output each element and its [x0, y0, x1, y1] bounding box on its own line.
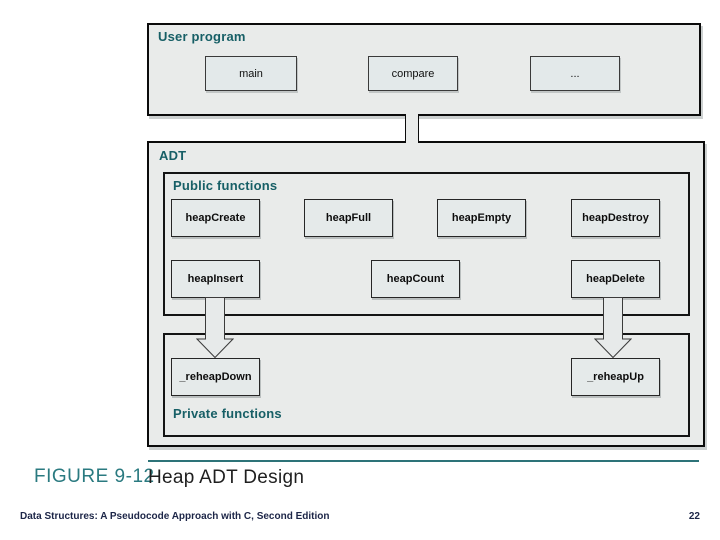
- main-box: main: [205, 56, 297, 91]
- private-functions-label: Private functions: [173, 406, 282, 421]
- block-arrow-down-delete-icon: [594, 297, 632, 359]
- figure-number: FIGURE 9-12: [34, 466, 155, 487]
- ellipsis-box: ...: [530, 56, 620, 91]
- heap-count-box: heapCount: [371, 260, 460, 298]
- heap-insert-box: heapInsert: [171, 260, 260, 298]
- private-functions-box: _reheapDown _reheapUp Private functions: [163, 333, 690, 437]
- heap-empty-box: heapEmpty: [437, 199, 526, 237]
- footer-page-number: 22: [688, 511, 700, 522]
- adt-label: ADT: [159, 148, 187, 163]
- figure-title: Heap ADT Design: [148, 467, 305, 488]
- user-program-panel: User program main compare ...: [147, 23, 701, 116]
- heap-delete-box: heapDelete: [571, 260, 660, 298]
- compare-box: compare: [368, 56, 458, 91]
- adt-panel: ADT Public functions heapCreate heapFull…: [147, 141, 705, 447]
- connector-user-to-adt: [405, 114, 419, 143]
- reheap-up-box: _reheapUp: [571, 358, 660, 396]
- caption-divider: [148, 460, 699, 462]
- public-functions-label: Public functions: [173, 178, 278, 193]
- heap-full-box: heapFull: [304, 199, 393, 237]
- reheap-down-box: _reheapDown: [171, 358, 260, 396]
- heap-create-box: heapCreate: [171, 199, 260, 237]
- footer-book-title: Data Structures: A Pseudocode Approach w…: [20, 511, 330, 522]
- user-program-label: User program: [158, 29, 246, 44]
- block-arrow-down-insert-icon: [196, 297, 234, 359]
- public-functions-box: Public functions heapCreate heapFull hea…: [163, 172, 690, 316]
- heap-destroy-box: heapDestroy: [571, 199, 660, 237]
